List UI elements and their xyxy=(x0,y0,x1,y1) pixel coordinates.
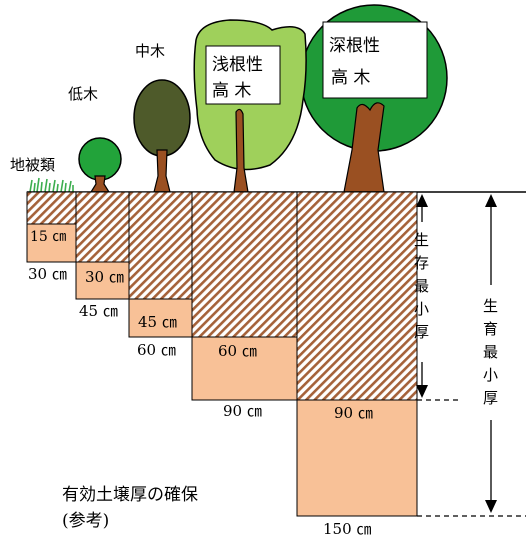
soil-column-mid-tree: 45 ㎝ 60 ㎝ xyxy=(128,191,193,359)
growth-depth-label: 30 ㎝ xyxy=(28,265,67,283)
low-tree-label: 低木 xyxy=(68,85,98,103)
svg-text:存: 存 xyxy=(414,254,429,272)
svg-text:生: 生 xyxy=(414,231,429,249)
shallow-tall-label-box xyxy=(205,45,281,105)
soil-column-deep-tall: 90 ㎝ 150 ㎝ xyxy=(296,191,418,538)
shallow-tall-label-line2: 高 木 xyxy=(212,81,251,101)
growth-depth-label: 90 ㎝ xyxy=(223,402,262,420)
svg-text:小: 小 xyxy=(414,300,429,318)
growth-depth-label: 45 ㎝ xyxy=(79,302,118,320)
survival-arrow-label: 生 存 最 小 厚 xyxy=(414,231,429,341)
groundcover-grass-icon xyxy=(29,177,74,193)
growth-zone xyxy=(75,261,130,300)
survival-depth-label: 90 ㎝ xyxy=(334,404,373,422)
groundcover-label: 地被類 xyxy=(10,156,55,174)
caption-note: (参考) xyxy=(62,511,109,531)
survival-zone xyxy=(296,191,418,401)
deep-tall-label-line1: 深根性 xyxy=(329,36,380,56)
growth-zone xyxy=(26,223,77,263)
growth-arrow-label: 生 育 最 小 厚 xyxy=(483,297,498,407)
mid-tree-label: 中木 xyxy=(135,42,165,60)
svg-text:最: 最 xyxy=(414,277,429,295)
shallow-tall-label-line1: 浅根性 xyxy=(212,55,263,75)
svg-text:育: 育 xyxy=(483,320,498,338)
deep-tall-label-line2: 高 木 xyxy=(331,68,370,88)
svg-text:厚: 厚 xyxy=(483,389,498,407)
svg-text:生: 生 xyxy=(483,297,498,315)
growth-zone xyxy=(191,336,298,401)
growth-depth-label: 60 ㎝ xyxy=(137,341,176,359)
survival-depth-label: 15 ㎝ xyxy=(30,229,66,245)
growth-depth-label: 150 ㎝ xyxy=(323,520,371,538)
survival-depth-label: 45 ㎝ xyxy=(138,313,177,331)
svg-text:厚: 厚 xyxy=(414,323,429,341)
deep-tall-label-box xyxy=(322,21,428,99)
survival-zone xyxy=(191,191,298,338)
svg-text:小: 小 xyxy=(483,366,498,384)
survival-depth-arrow xyxy=(416,194,428,398)
soil-column-shallow-tall: 60 ㎝ 90 ㎝ xyxy=(191,191,298,420)
survival-zone xyxy=(128,191,193,300)
caption-title: 有効土壌厚の確保 xyxy=(62,485,198,505)
survival-zone xyxy=(75,191,130,263)
tree-mid xyxy=(133,79,191,193)
growth-zone xyxy=(296,399,418,517)
growth-depth-arrow xyxy=(485,194,497,513)
tree-low xyxy=(78,137,122,193)
soil-column-groundcover: 15 ㎝ 30 ㎝ xyxy=(26,191,77,283)
tree-shallow-root-tall: 浅根性 高 木 xyxy=(193,19,307,193)
soil-column-low-tree: 30 ㎝ 45 ㎝ xyxy=(75,191,130,320)
survival-depth-label: 30 ㎝ xyxy=(85,268,124,286)
svg-text:最: 最 xyxy=(483,343,498,361)
survival-zone xyxy=(26,191,77,225)
tree-deep-root-tall: 深根性 高 木 xyxy=(300,4,448,193)
survival-depth-label: 60 ㎝ xyxy=(218,342,257,360)
